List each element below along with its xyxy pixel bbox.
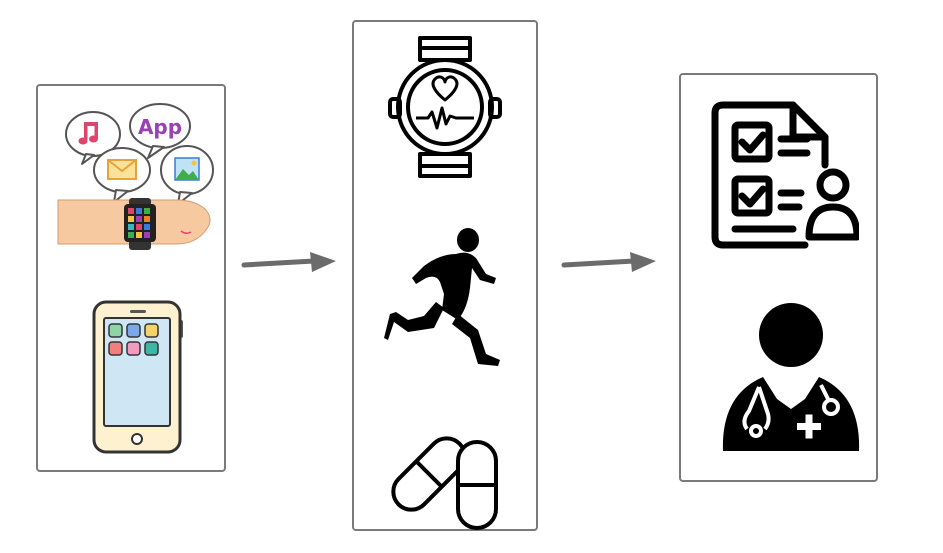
health-report-icon (711, 101, 859, 249)
music-note-icon (65, 111, 121, 165)
mail-icon (93, 147, 151, 203)
app-label: App (138, 115, 182, 139)
smartwatch-on-wrist-icon (57, 198, 211, 250)
photo-icon (160, 145, 214, 205)
panel-care (679, 73, 878, 482)
arrow-middle-to-right (561, 252, 656, 272)
capsules-icon (391, 436, 498, 530)
smartphone-icon (92, 300, 183, 454)
arrow-left-to-middle (241, 252, 336, 272)
notification-bubbles-icon: App (65, 103, 214, 205)
panel-devices: App (36, 84, 226, 472)
panel-monitoring (352, 20, 538, 531)
runner-icon (384, 228, 500, 366)
app-text-icon: App (129, 103, 191, 159)
doctor-icon (722, 303, 860, 451)
heart-rate-watch-icon (388, 36, 502, 178)
